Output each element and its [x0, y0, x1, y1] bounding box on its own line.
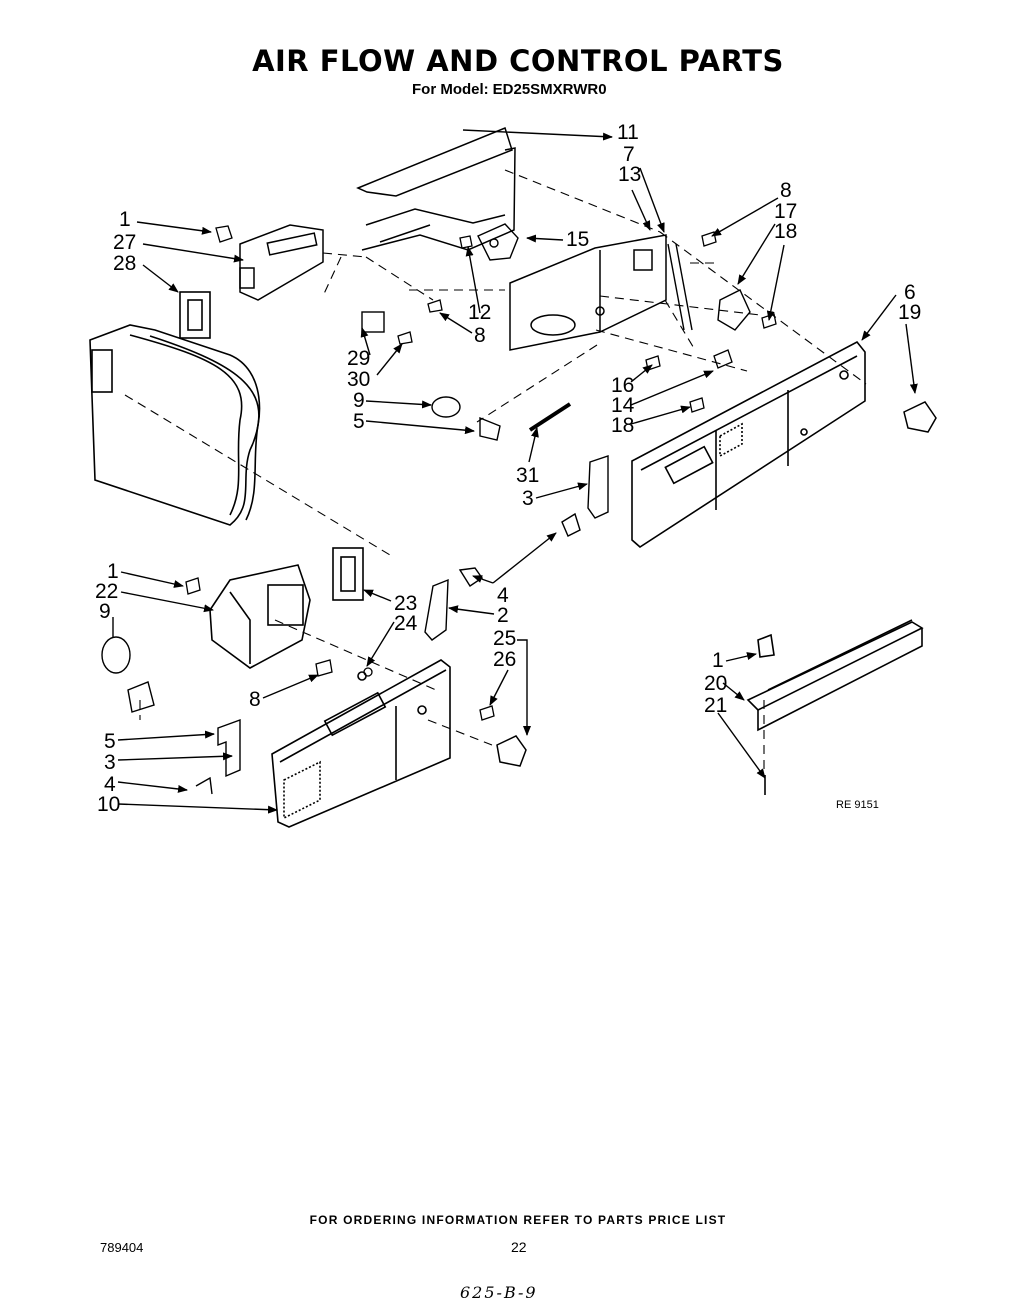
callout-22: 22: [95, 580, 118, 603]
callout-1: 1: [107, 560, 119, 583]
callout-29: 29: [347, 347, 370, 370]
callout-27: 27: [113, 231, 136, 254]
drawing-reference: RE 9151: [836, 799, 879, 811]
ordering-note: FOR ORDERING INFORMATION REFER TO PARTS …: [309, 1213, 727, 1227]
callout-13: 13: [618, 163, 641, 186]
document-number: 789404: [100, 1240, 144, 1255]
callout-5: 5: [104, 730, 116, 753]
leader-lines: [112, 129, 918, 814]
part-fan-shroud: [89, 324, 261, 526]
part-control-housing: [509, 234, 667, 351]
callout-2: 2: [497, 604, 509, 627]
callout-8: 8: [474, 324, 486, 347]
part-gasket-upper: [179, 291, 211, 339]
callout-16: 16: [611, 374, 634, 397]
callout-30: 30: [347, 368, 370, 391]
handwritten-note: 625-B-9: [460, 1283, 538, 1302]
part-thermostat: [667, 243, 751, 331]
part-control-box-top: [239, 224, 324, 301]
small-screws: [185, 225, 777, 721]
part-bracket-middle: [424, 455, 609, 641]
part-gasket-lower: [332, 547, 364, 601]
callout-12: 12: [468, 301, 491, 324]
part-damper-motor: [477, 223, 519, 261]
callout-6: 6: [904, 281, 916, 304]
callout-24: 24: [394, 612, 418, 635]
part-trim-strip: [746, 619, 924, 795]
callout-1: 1: [119, 208, 131, 231]
callout-21: 21: [704, 694, 727, 717]
callout-14: 14: [611, 394, 635, 417]
part-air-duct-cover: [356, 126, 516, 251]
callout-26: 26: [493, 648, 516, 671]
page-number: 22: [511, 1239, 527, 1255]
callout-31: 31: [516, 464, 539, 487]
callout-7: 7: [623, 143, 635, 166]
callout-8: 8: [780, 179, 792, 202]
callout-1: 1: [712, 649, 724, 672]
callout-11: 11: [617, 121, 639, 144]
callout-4: 4: [104, 773, 116, 796]
assembly-dash-lines: [124, 169, 867, 770]
part-bulb-upper: [361, 311, 572, 441]
callout-20: 20: [704, 672, 727, 695]
callout-5: 5: [353, 410, 365, 433]
part-bracket-lower-left: [195, 719, 241, 795]
part-right-panel: [631, 340, 866, 549]
callout-3: 3: [522, 487, 534, 510]
page-title: AIR FLOW AND CONTROL PARTS: [252, 44, 784, 78]
callout-18: 18: [774, 220, 797, 243]
callout-15: 15: [566, 228, 589, 251]
part-knob: [496, 401, 937, 767]
callout-23: 23: [394, 592, 417, 615]
callout-18: 18: [611, 414, 634, 437]
model-prefix: For Model:: [412, 81, 489, 98]
callout-3: 3: [104, 751, 116, 774]
callout-28: 28: [113, 252, 136, 275]
callout-8: 8: [249, 688, 261, 711]
callout-17: 17: [774, 200, 797, 223]
part-left-panel: [271, 659, 451, 828]
callout-25: 25: [493, 627, 516, 650]
model-number: ED25SMXRWR0: [492, 81, 607, 98]
part-bulb-lower: [101, 636, 155, 713]
callout-4: 4: [497, 584, 509, 607]
callout-9: 9: [353, 389, 365, 412]
part-control-box-lower: [209, 564, 311, 669]
callout-10: 10: [97, 793, 120, 816]
model-line: For Model:ED25SMXRWR0: [412, 81, 611, 98]
callout-9: 9: [99, 600, 111, 623]
callout-19: 19: [898, 301, 921, 324]
